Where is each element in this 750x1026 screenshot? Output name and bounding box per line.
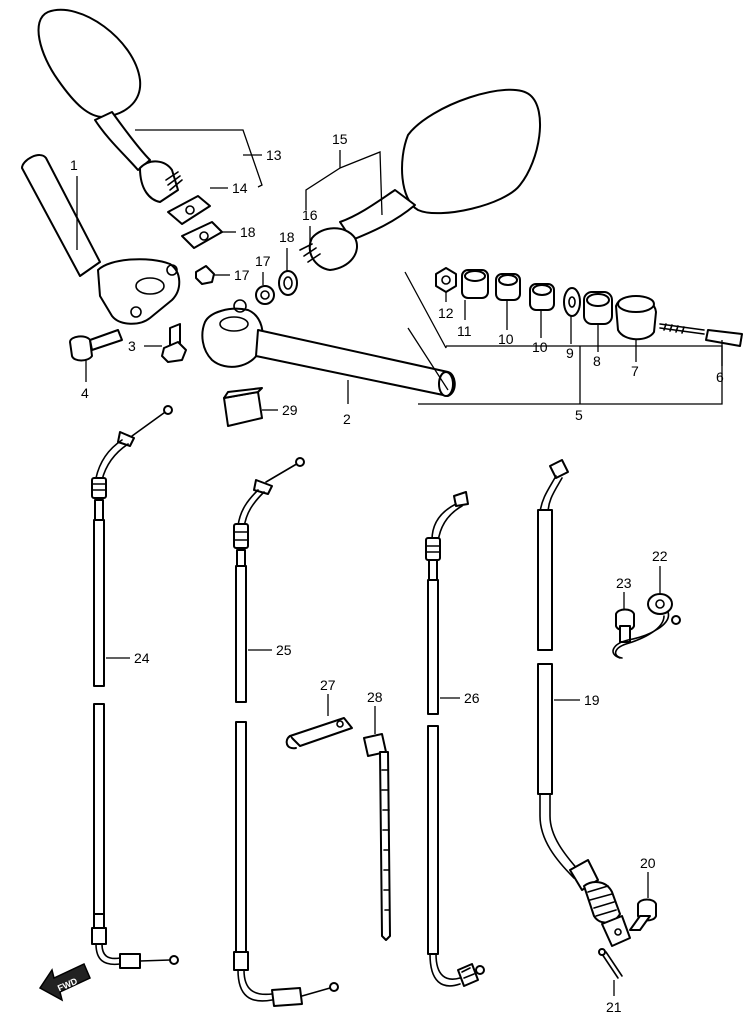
throttle-cable-26 [425,491,485,987]
callout-10b: 10 [532,339,548,355]
callout-11: 11 [457,323,472,339]
right-handlebar-2 [201,299,456,397]
callout-9: 9 [566,345,574,361]
screw-6 [705,329,743,347]
bar-end-rubber-10a [495,273,521,301]
left-handlebar-1 [21,154,181,325]
right-mirror [299,88,541,271]
bolt-4 [69,329,123,362]
callout-26: 26 [464,690,480,706]
nut-17-left [195,265,215,285]
rubber-8 [583,291,613,325]
callout-12: 12 [438,305,454,321]
callout-20: 20 [640,855,656,871]
callout-10a: 10 [498,331,514,347]
callout-24: 24 [134,650,150,666]
leader-lines [76,129,723,996]
callout-18b: 18 [279,229,295,245]
callout-22: 22 [652,548,668,564]
callout-28: 28 [367,689,383,705]
callout-4: 4 [81,385,89,401]
callout-19: 19 [584,692,600,708]
callout-25: 25 [276,642,292,658]
cable-band-28 [363,733,391,941]
bar-end-weight-7 [615,295,657,341]
bar-end-rubber-11 [461,269,489,299]
throttle-cable-24 [91,405,179,969]
callout-8: 8 [593,353,601,369]
callout-5: 5 [575,407,583,423]
cotter-pin-21 [598,948,623,979]
mirror-adapter-18-left [181,221,223,249]
mirror-adapter-14 [167,195,211,225]
callout-14: 14 [232,180,248,196]
callout-13: 13 [266,147,282,163]
bolt-23 [615,608,635,643]
callout-1: 1 [70,157,78,173]
callout-3: 3 [128,338,136,354]
callout-2: 2 [343,411,351,427]
washer-9 [563,287,581,317]
screw-rod [659,323,705,335]
callout-16: 16 [302,207,318,223]
cable-holder-22 [612,593,681,659]
bar-end-rubber-10b [529,283,555,311]
clutch-cable-19 [537,459,631,947]
callout-27: 27 [320,677,336,693]
callout-6: 6 [716,369,724,385]
bolt-3 [161,323,187,363]
clamp-block-29 [223,387,263,427]
callout-15: 15 [332,131,348,147]
throttle-cable-25 [233,457,339,1007]
bar-end-nut-12 [435,267,457,293]
callout-18a: 18 [240,224,256,240]
spacer-18-right [278,270,298,296]
forward-direction-arrow: FWD [38,962,91,1002]
callout-numbers: 1 2 3 4 5 6 7 8 9 10 10 11 12 13 14 15 1… [70,131,724,1015]
left-mirror [37,9,183,203]
callout-17b: 17 [255,253,271,269]
callout-17a: 17 [234,267,250,283]
cable-clamp-27 [285,717,353,750]
callout-23: 23 [616,575,632,591]
callout-29: 29 [282,402,298,418]
callout-7: 7 [631,363,639,379]
nut-17-right [255,285,275,305]
bolt-20 [629,898,657,931]
callout-21: 21 [606,999,622,1015]
